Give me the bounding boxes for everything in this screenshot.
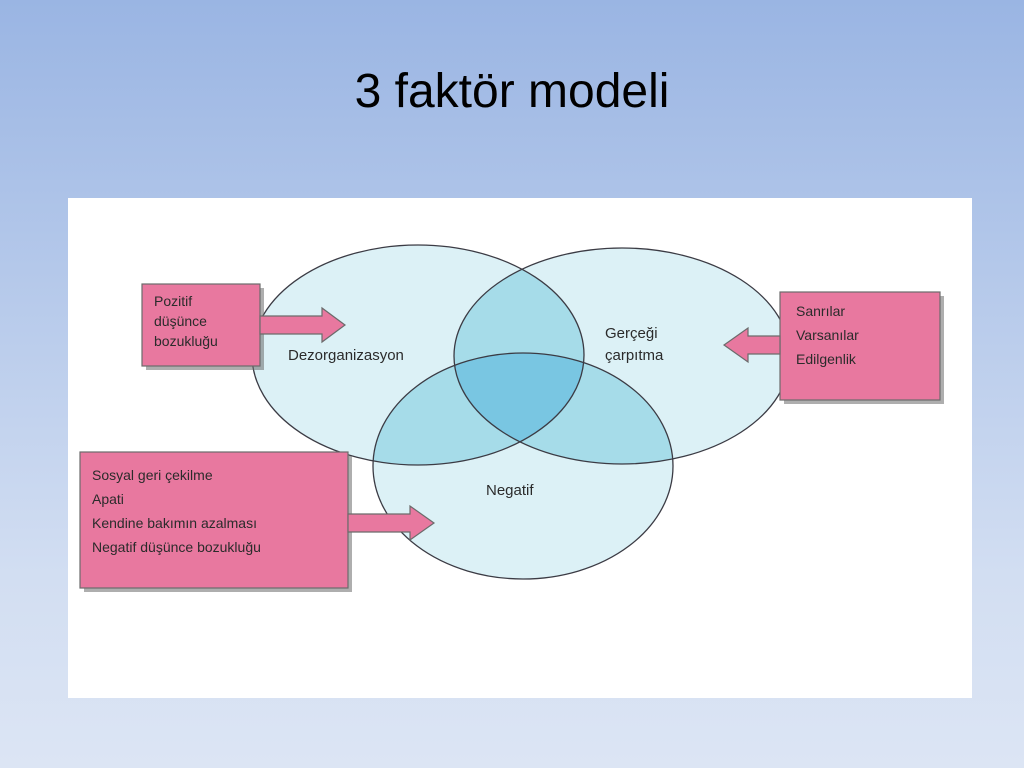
slide-title: 3 faktör modeli bbox=[354, 65, 670, 118]
outline-negative bbox=[372, 352, 674, 580]
overlap-disorganization-negative bbox=[373, 353, 584, 465]
box-disorganization-line: Pozitif bbox=[154, 293, 192, 309]
box-disorganization: Pozitif düşünce bozukluğu bbox=[141, 283, 264, 370]
box-disorganization-line: bozukluğu bbox=[154, 333, 218, 349]
box-negative-line: Negatif düşünce bozukluğu bbox=[92, 539, 261, 555]
box-reality-line: Sanrılar bbox=[796, 303, 845, 319]
arrow-to-negative bbox=[347, 504, 436, 542]
venn-diagram: Dezorganizasyon Gerçeği çarpıtma Negatif… bbox=[79, 244, 944, 592]
box-negative-line: Sosyal geri çekilme bbox=[92, 467, 213, 483]
box-negative-line: Apati bbox=[92, 491, 124, 507]
box-reality-line: Edilgenlik bbox=[796, 351, 857, 367]
label-disorganization: Dezorganizasyon bbox=[288, 347, 404, 364]
diagram-panel: Dezorganizasyon Gerçeği çarpıtma Negatif… bbox=[68, 198, 972, 698]
box-disorganization-line: düşünce bbox=[154, 313, 207, 329]
box-negative: Sosyal geri çekilme Apati Kendine bakımı… bbox=[79, 451, 352, 592]
box-reality-distortion: Sanrılar Varsanılar Edilgenlik bbox=[779, 291, 944, 404]
label-reality-distortion-line2: çarpıtma bbox=[605, 347, 664, 364]
arrow-to-disorganization bbox=[259, 306, 347, 344]
arrow-to-reality-distortion bbox=[722, 326, 781, 364]
box-reality-line: Varsanılar bbox=[796, 327, 859, 343]
box-negative-line: Kendine bakımın azalması bbox=[92, 515, 257, 531]
label-reality-distortion-line1: Gerçeği bbox=[605, 325, 658, 342]
label-negative: Negatif bbox=[486, 482, 534, 499]
overlap-reality-negative bbox=[454, 353, 673, 464]
